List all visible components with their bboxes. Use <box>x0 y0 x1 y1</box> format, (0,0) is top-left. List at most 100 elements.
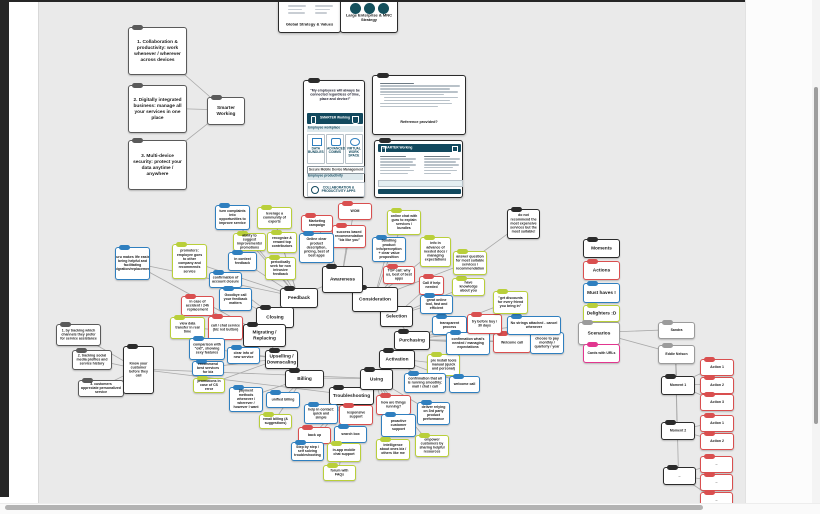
sticky-note-activation[interactable]: Activation <box>379 347 415 369</box>
sticky-note-moment1[interactable]: Moment 1 <box>661 373 695 395</box>
sticky-note-legDelight[interactable]: Delighters :D <box>583 302 620 322</box>
sticky-note-searchbox[interactable]: search box <box>334 423 367 443</box>
sticky-note-upselling[interactable]: Upselling / Downscaling <box>265 347 298 369</box>
horizontal-scrollbar-thumb[interactable] <box>5 505 703 510</box>
sticky-note-card2[interactable]: 2. Digitally integrated business: manage… <box>128 82 187 133</box>
frame-global-strategy[interactable]: Global Strategy & Values <box>278 2 341 33</box>
sticky-note-welcall2[interactable]: welcome call <box>449 373 480 393</box>
sticky-note-act2b[interactable]: Action 2 <box>700 430 734 450</box>
sticky-note-legActions[interactable]: Actions <box>583 258 620 280</box>
sticky-note-legMust[interactable]: Must haves ! <box>583 280 620 303</box>
sticky-note-answerq[interactable]: answer question for most suitable servic… <box>453 248 487 275</box>
devices-icon <box>312 138 322 146</box>
sticky-note-onlineclear[interactable]: Online clear product description, pricin… <box>299 230 334 263</box>
sticky-note-purchasing[interactable]: Purchasing <box>394 328 430 350</box>
poster-smarter-working[interactable]: "My employees will always be connected r… <box>303 77 365 198</box>
vertical-scrollbar-thumb[interactable] <box>814 87 818 424</box>
sticky-note-welcomecall[interactable]: Welcome call <box>493 330 531 353</box>
sticky-note-goodbye[interactable]: Goodbye call your feedback matters <box>219 285 252 311</box>
sticky-note-trouble[interactable]: Troubleshooting <box>329 384 374 405</box>
sticky-note-incontext[interactable]: in context feedback <box>228 249 257 271</box>
sticky-note-track3[interactable]: 3. customers appreciate personalized ser… <box>78 377 124 397</box>
sticky-note-responsive[interactable]: responsive support <box>339 402 373 425</box>
sticky-note-card3[interactable]: 3. Multi-device security: protect your d… <box>128 137 187 190</box>
sticky-note-migrating[interactable]: Migrating / Replacing <box>243 321 286 347</box>
sticky-note-getdisc[interactable]: "get discounts for every friend you brin… <box>493 288 528 314</box>
sticky-note-confneeded[interactable]: confirmation what's needed / managing ex… <box>446 329 490 355</box>
sticky-note-empower[interactable]: empower customers by sharing helpful res… <box>415 432 449 457</box>
note-label: confirmation what's needed / managing ex… <box>451 337 485 350</box>
sticky-note-nostrings[interactable]: No strings attached - cancel whenever <box>507 313 561 335</box>
sticky-note-act1b[interactable]: Action 1 <box>700 412 734 432</box>
sticky-note-track2[interactable]: 2. tracking social media profiles and se… <box>72 347 112 370</box>
sticky-note-guru[interactable]: guru makes life easier being helpful and… <box>115 244 150 280</box>
sticky-note-backup[interactable]: back up <box>298 424 331 444</box>
sticky-note-unified[interactable]: unified billing <box>266 389 300 408</box>
sticky-note-act2a[interactable]: Action 2 <box>700 374 734 394</box>
sticky-note-forum[interactable]: forum with FAQs <box>323 462 356 481</box>
sticky-note-callchat[interactable]: call / chat service (biz red button) <box>208 313 243 340</box>
sticky-note-act1a[interactable]: Action 1 <box>700 356 734 376</box>
sticky-note-sandra[interactable]: Sandra <box>658 319 695 339</box>
sticky-note-confrunning[interactable]: confirmation that all is running smoothl… <box>404 370 446 393</box>
sticky-note-periodically[interactable]: periodically seek for non intrusive feed… <box>265 254 296 280</box>
sticky-note-emailbill[interactable]: email billing (& suggestions) <box>259 411 292 429</box>
sticky-note-deliver3rd[interactable]: deliver relying on 3rd party product per… <box>417 399 450 425</box>
sticky-note-greattool[interactable]: great online tool, fast and efficient <box>420 292 453 314</box>
sticky-note-ability[interactable]: ability to suggest improvements/ promoti… <box>233 230 266 251</box>
note-tab <box>704 412 715 418</box>
sticky-note-helpcontact[interactable]: help in contact: quick and simple <box>304 401 338 424</box>
sticky-note-momentd[interactable]: .. <box>663 464 696 485</box>
frame-large-enterprise[interactable]: Large Enterprise & MNC Strategy <box>340 2 398 33</box>
sticky-note-eddie[interactable]: Eddie Nelson <box>658 342 695 364</box>
sticky-note-moment2[interactable]: Moment 2 <box>661 419 695 440</box>
poster-app-screenshot[interactable]: SMARTER Working <box>374 137 463 198</box>
sticky-note-choosepay[interactable]: choose to pay monthly / quarterly / year <box>530 329 564 354</box>
sticky-note-actd3[interactable]: .. <box>700 489 733 503</box>
sticky-note-wom[interactable]: WOM <box>338 200 372 220</box>
sticky-note-act3a[interactable]: Action 3 <box>700 391 734 411</box>
sticky-note-mktg[interactable]: Marketing campaign <box>301 212 333 232</box>
sticky-note-infoadv[interactable]: info in advance of needed docs / managin… <box>420 234 451 267</box>
sticky-note-awareness[interactable]: Awareness <box>322 263 363 293</box>
sticky-note-card1[interactable]: 1. Collaboration & productivity: work wh… <box>128 24 187 75</box>
sticky-note-stepby[interactable]: Step by step / self solving troubleshoot… <box>291 439 324 461</box>
sticky-note-track1[interactable]: 1. by tracking which channels they prefe… <box>56 321 101 346</box>
sticky-note-legScenarios[interactable]: Scenarios <box>578 319 620 345</box>
sticky-note-actd2[interactable]: .. <box>700 471 733 491</box>
sticky-note-leverage[interactable]: leverage a community of experts <box>257 204 292 229</box>
sticky-note-recognize[interactable]: recognize & reward top contributors <box>267 229 297 253</box>
sticky-note-topcall[interactable]: TOP call: why us, best of best apps <box>383 263 415 284</box>
sticky-note-clearinfo[interactable]: clear info of new service <box>227 344 260 364</box>
sticky-note-intel[interactable]: intelligence about ones biz / others lik… <box>376 436 410 460</box>
note-tab <box>379 137 391 143</box>
sticky-note-knowyou[interactable]: have knowledge about you <box>452 275 485 296</box>
sticky-note-turncomplaints[interactable]: turn complaints into opportunities to im… <box>215 202 250 230</box>
sticky-note-succ[interactable]: success based recommendation "biz like y… <box>332 222 366 248</box>
note-tab <box>704 374 715 380</box>
sticky-note-comparison[interactable]: comparison with "old", showing sexy feat… <box>189 335 225 360</box>
sticky-note-feedback[interactable]: Feedback <box>280 285 318 308</box>
sticky-note-smarter[interactable]: Smarter Working <box>207 94 245 125</box>
sticky-note-proactive[interactable]: proactive customer support <box>381 411 416 437</box>
note-tab <box>119 244 130 250</box>
sticky-note-incase[interactable]: in case of accident / 24h replacement <box>181 293 214 316</box>
sticky-note-inapp[interactable]: in-app mobile chat support <box>327 440 361 462</box>
sticky-note-billing[interactable]: Billing <box>285 367 324 388</box>
sticky-note-paymeth[interactable]: payment methods whenever / wherever / ho… <box>229 384 263 412</box>
sticky-note-chatguru[interactable]: online chat with guru to explain service… <box>387 207 421 235</box>
poster-reference-notes[interactable]: Reference provided? <box>372 72 466 135</box>
sticky-note-using[interactable]: Using <box>360 366 393 390</box>
sticky-note-donotrec[interactable]: do not recommend the most expensive serv… <box>507 206 540 239</box>
sticky-note-legUrls[interactable]: Cards with URLs <box>583 341 620 363</box>
sticky-note-legMoments[interactable]: Moments <box>583 236 620 258</box>
sticky-note-actd1[interactable]: .. <box>700 453 733 473</box>
note-label: Goodbye call your feedback matters <box>223 293 248 306</box>
sticky-note-viewdata[interactable]: view data transfer in real time <box>170 314 205 339</box>
sticky-note-trybefore[interactable]: try before buy / 30 days <box>467 311 502 334</box>
sticky-note-bundling[interactable]: bundling product info/perception + clear… <box>372 234 406 262</box>
sticky-note-promos[interactable]: promotions in case of CS error <box>193 375 225 393</box>
sticky-note-promoters[interactable]: promoters: employee goes to other compan… <box>172 241 207 279</box>
sticky-note-recbest[interactable]: recommend best services for biz <box>192 358 224 376</box>
sticky-note-knowcust[interactable]: Know your customer before they call <box>123 343 154 394</box>
